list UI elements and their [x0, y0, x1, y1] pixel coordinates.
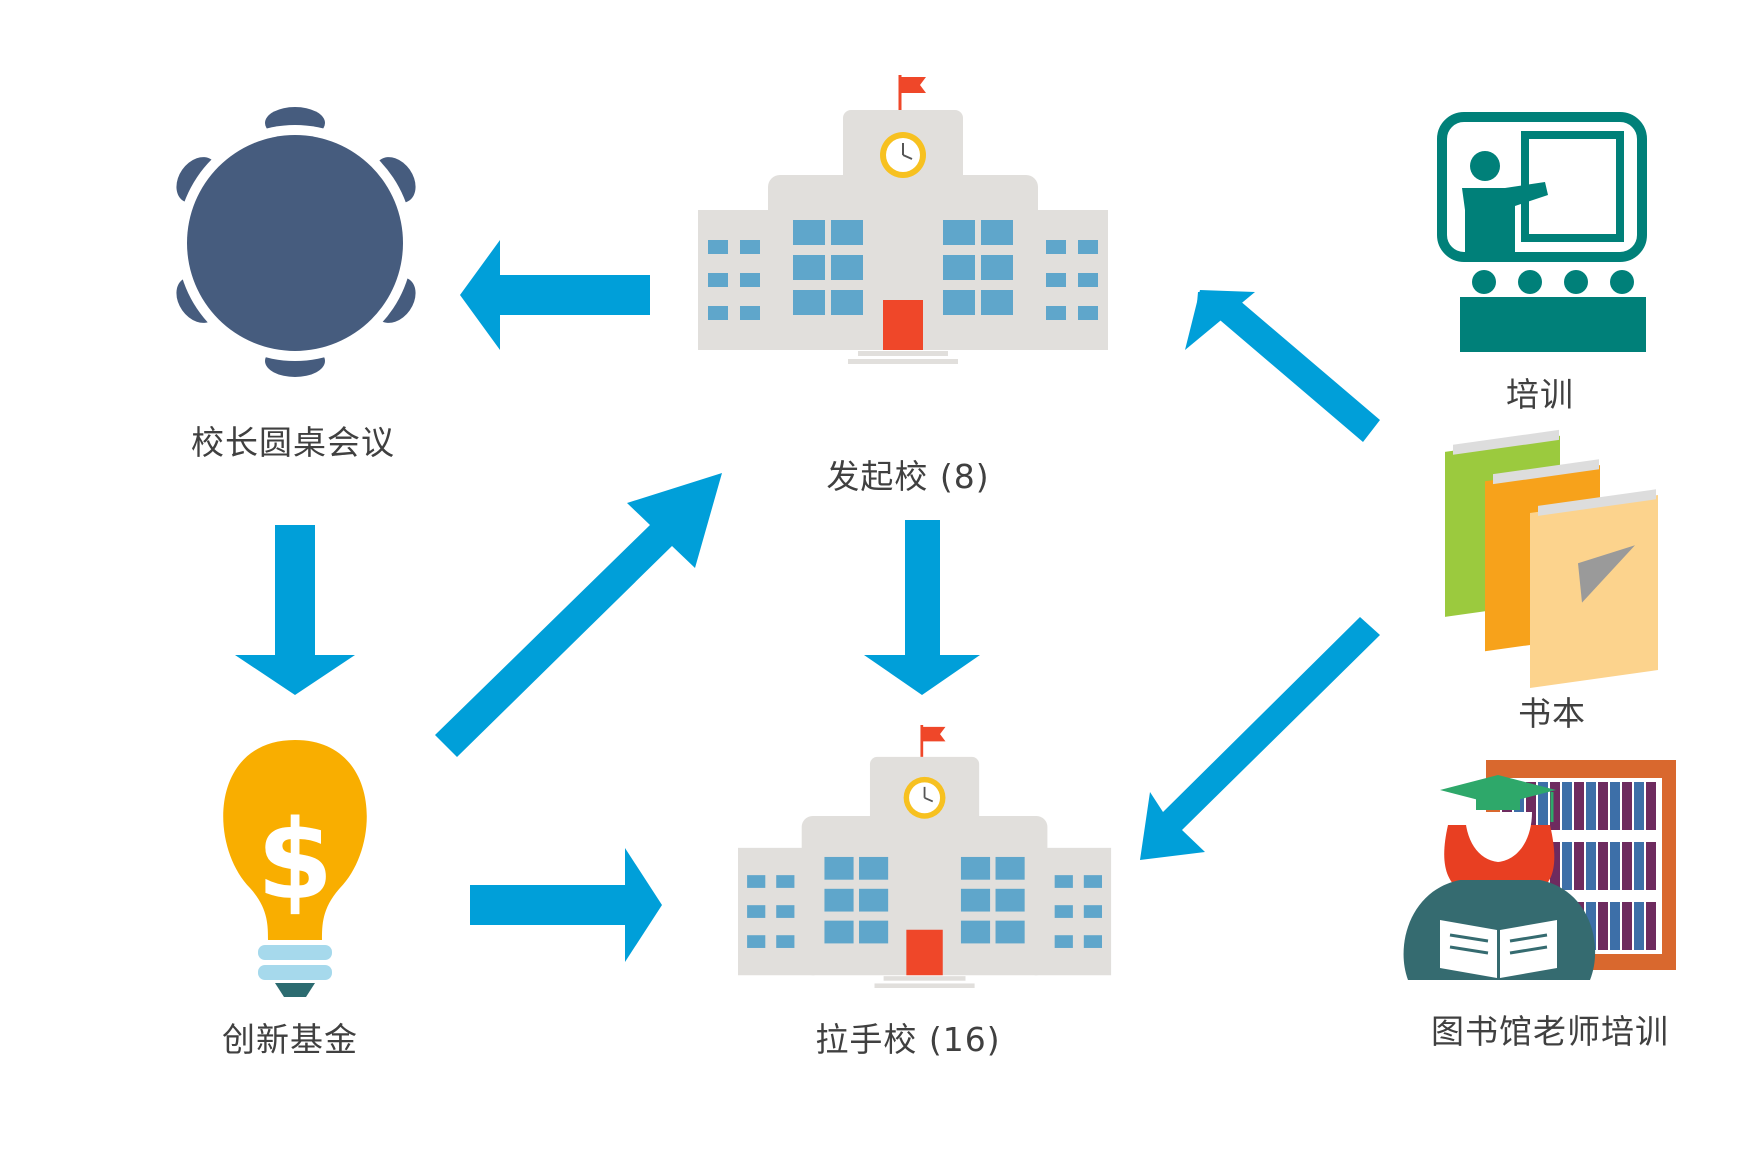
books-icon	[1445, 429, 1658, 688]
partner-school-building-icon	[736, 723, 1113, 990]
arrow-books-to-partner	[1140, 617, 1380, 860]
lightbulb-dollar-icon: $	[223, 740, 367, 997]
training-label: 培训	[1506, 375, 1574, 414]
founding-schools-label: 发起校 (8)	[826, 457, 990, 496]
arrow-founding-to-roundtable	[460, 240, 650, 350]
svg-text:$: $	[257, 796, 334, 924]
roundtable-icon	[176, 107, 416, 377]
training-presentation-icon	[1437, 112, 1647, 352]
librarian-training-icon	[1403, 760, 1676, 980]
roundtable-label: 校长圆桌会议	[191, 423, 395, 462]
arrow-roundtable-to-fund	[235, 525, 355, 695]
arrow-fund-to-partner	[470, 848, 662, 962]
arrow-training-to-founding	[1185, 290, 1380, 442]
founding-school-building-icon	[696, 73, 1110, 366]
librarian-training-label: 图书馆老师培训	[1431, 1012, 1669, 1051]
arrow-fund-to-founding	[435, 473, 722, 757]
books-label: 书本	[1518, 694, 1586, 733]
partner-schools-label: 拉手校 (16)	[815, 1020, 1001, 1059]
arrow-founding-to-partner	[864, 520, 980, 695]
fund-label: 创新基金	[222, 1020, 358, 1059]
